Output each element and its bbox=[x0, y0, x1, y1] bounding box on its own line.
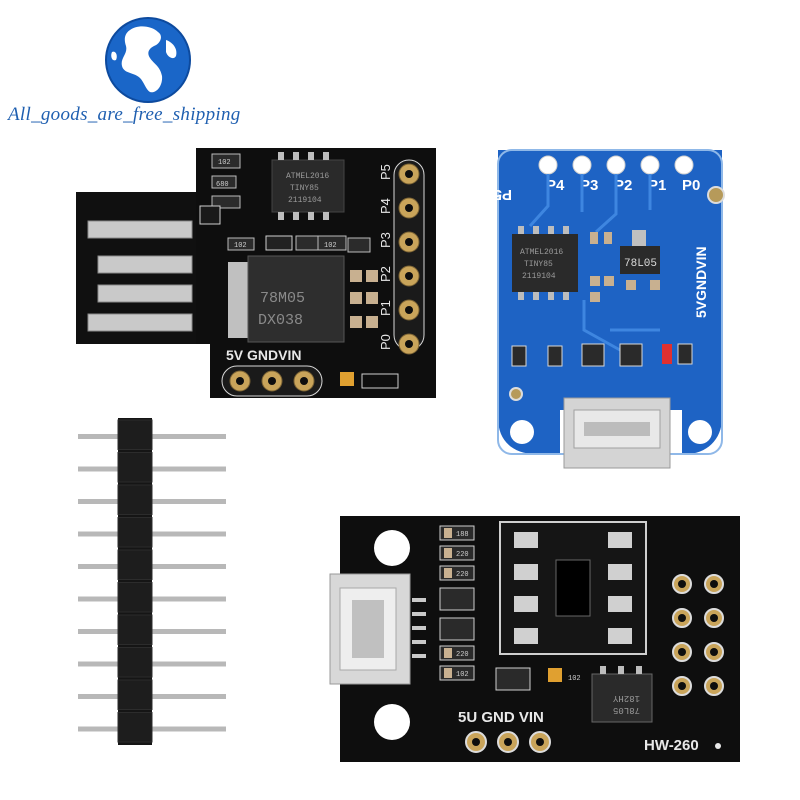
pin-label-blue-p0: P0 bbox=[682, 177, 700, 194]
pin-label-top-p4: P4 bbox=[378, 198, 393, 214]
smd-label-bottom-6: 102 bbox=[456, 671, 469, 679]
pin-header bbox=[78, 418, 226, 745]
model-label-bottom: HW-260 bbox=[644, 737, 699, 754]
regulator-marking-blue: 78L05 bbox=[624, 258, 657, 270]
chip-marking-top-2: TINY85 bbox=[290, 184, 319, 193]
header-segment bbox=[117, 419, 153, 450]
header-segment bbox=[117, 549, 153, 580]
smd-label-top-4: 102 bbox=[324, 242, 337, 250]
chip-marking-blue-1: ATMEL2016 bbox=[520, 248, 563, 257]
header-segment bbox=[117, 582, 153, 613]
pin-label-blue-p1: P1 bbox=[648, 177, 666, 194]
pin-label-blue-p5: P5 bbox=[494, 186, 512, 203]
power-label-bottom: 5U GND VIN bbox=[458, 709, 544, 726]
chip-marking-top-1: ATMEL2016 bbox=[286, 172, 329, 181]
regulator-marking-bottom-1: 78L05 bbox=[613, 705, 640, 715]
regulator-marking-top-1: 78M05 bbox=[260, 290, 305, 307]
pin-label-blue-p3: P3 bbox=[580, 177, 598, 194]
header-segment bbox=[117, 647, 153, 678]
header-segment bbox=[117, 484, 153, 515]
smd-label-bottom-3: 220 bbox=[456, 571, 469, 579]
header-segment bbox=[117, 614, 153, 645]
header-segment bbox=[117, 679, 153, 710]
pin-label-top-p3: P3 bbox=[378, 232, 393, 248]
pin-label-blue-p4: P4 bbox=[546, 177, 565, 194]
pin-label-blue-p2: P2 bbox=[614, 177, 632, 194]
smd-label-top-2: 680 bbox=[216, 181, 229, 189]
pin-label-top-p1: P1 bbox=[378, 300, 393, 316]
power-label-top: 5V GNDVIN bbox=[226, 347, 301, 363]
regulator-marking-bottom-2: 182HY bbox=[612, 693, 640, 703]
board-black-bottom: 188 220 220 220 102 102 bbox=[329, 516, 740, 762]
header-segment bbox=[117, 517, 153, 548]
board-blue: P5 P4 P3 P2 P1 P0 ATMEL2016 TINY85 21 bbox=[494, 149, 725, 469]
chip-marking-blue-3: 2119104 bbox=[522, 272, 556, 281]
smd-label-bottom-4: 220 bbox=[456, 651, 469, 659]
chip-marking-blue-2: TINY85 bbox=[524, 260, 553, 269]
pin-label-top-p2: P2 bbox=[378, 266, 393, 282]
chip-marking-top-3: 2119104 bbox=[288, 196, 322, 205]
board-black-top: ATMEL2016 TINY85 2119104 78M05 DX038 102… bbox=[76, 148, 436, 398]
smd-label-bottom-2: 220 bbox=[456, 551, 469, 559]
smd-label-top-1: 102 bbox=[218, 159, 231, 167]
pin-label-top-p0: P0 bbox=[378, 334, 393, 350]
smd-label-bottom-5: 102 bbox=[568, 675, 581, 683]
regulator-marking-top-2: DX038 bbox=[258, 312, 303, 329]
power-label-blue: 5VGNDVIN bbox=[693, 246, 709, 318]
header-segment bbox=[117, 712, 153, 743]
pin-label-top-p5: P5 bbox=[378, 164, 393, 180]
smd-label-bottom-1: 188 bbox=[456, 531, 469, 539]
smd-label-top-3: 102 bbox=[234, 242, 247, 250]
watermark-text: All_goods_are_free_shipping bbox=[8, 104, 241, 125]
header-segment bbox=[117, 452, 153, 483]
